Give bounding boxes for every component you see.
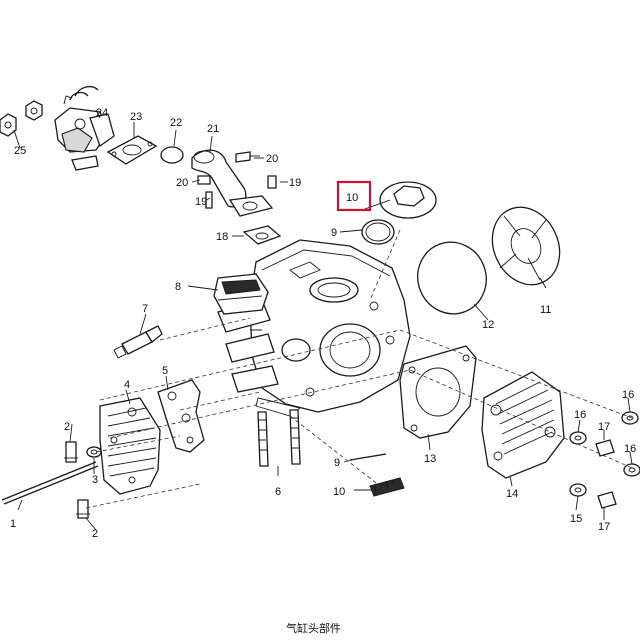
gasket-5 bbox=[157, 379, 205, 453]
nuts-17 bbox=[595, 439, 617, 509]
highlight-box bbox=[336, 180, 372, 212]
gasket-18 bbox=[242, 225, 282, 245]
callout-25: 25 bbox=[14, 145, 26, 157]
callout-21: 21 bbox=[207, 123, 219, 135]
bolts-2 bbox=[64, 441, 90, 519]
callout-12: 12 bbox=[482, 319, 494, 331]
callout-18: 18 bbox=[216, 231, 228, 243]
diagram-caption: 气缸头部件 bbox=[286, 621, 341, 635]
leader-lines bbox=[13, 109, 633, 531]
callout-16: 16 bbox=[622, 389, 634, 401]
studs-6 bbox=[257, 409, 301, 467]
callout-19: 19 bbox=[195, 196, 207, 208]
callout-7: 7 bbox=[142, 303, 148, 315]
callout-4: 4 bbox=[124, 379, 130, 391]
gasket-23 bbox=[106, 135, 158, 165]
callout-labels: 1 2 2 3 4 5 6 7 8 9 9 10 10 11 12 13 14 … bbox=[10, 107, 636, 540]
reed-block-8 bbox=[213, 273, 269, 315]
intake-pipe-21 bbox=[191, 149, 274, 217]
callout-9: 9 bbox=[334, 457, 340, 469]
callout-24: 24 bbox=[96, 107, 108, 119]
callout-17: 17 bbox=[598, 521, 610, 533]
cover-4 bbox=[99, 397, 161, 495]
gasket-12 bbox=[417, 241, 487, 315]
spark-plug-7 bbox=[113, 325, 163, 359]
callout-2: 2 bbox=[92, 528, 98, 540]
callout-17: 17 bbox=[598, 421, 610, 433]
callout-1: 1 bbox=[10, 518, 16, 530]
stud-1 bbox=[1, 461, 99, 505]
callout-9: 9 bbox=[331, 227, 337, 239]
washer-3 bbox=[86, 446, 102, 458]
callout-20: 20 bbox=[266, 153, 278, 165]
callout-3: 3 bbox=[92, 474, 98, 486]
assembly-axes bbox=[85, 229, 633, 509]
fan-cover-11 bbox=[491, 206, 561, 286]
callout-10-highlighted: 10 bbox=[346, 192, 358, 204]
callout-23: 23 bbox=[130, 111, 142, 123]
callout-19: 19 bbox=[289, 177, 301, 189]
callout-10: 10 bbox=[333, 486, 345, 498]
callout-14: 14 bbox=[506, 488, 518, 500]
callout-11: 11 bbox=[540, 304, 551, 316]
o-ring-9-upper bbox=[361, 219, 395, 245]
callout-16: 16 bbox=[574, 409, 586, 421]
pin-9-lower bbox=[349, 453, 387, 461]
callout-13: 13 bbox=[424, 453, 436, 465]
carburetor-24 bbox=[54, 85, 115, 171]
callout-2: 2 bbox=[64, 421, 70, 433]
bolts-19-20 bbox=[197, 151, 277, 209]
o-ring-22 bbox=[160, 146, 184, 164]
callout-6: 6 bbox=[275, 486, 281, 498]
gasket-13 bbox=[399, 345, 477, 439]
cylinder-head-body bbox=[217, 239, 411, 417]
callout-8: 8 bbox=[175, 281, 181, 293]
nut-25 bbox=[0, 100, 43, 137]
callout-22: 22 bbox=[170, 117, 182, 129]
callout-20: 20 bbox=[176, 177, 188, 189]
callout-15: 15 bbox=[570, 513, 582, 525]
callout-16: 16 bbox=[624, 443, 636, 455]
callout-5: 5 bbox=[162, 365, 168, 377]
valve-cover-14 bbox=[481, 371, 565, 479]
gear-10-lower bbox=[369, 477, 405, 497]
cap-10-upper bbox=[379, 181, 437, 219]
